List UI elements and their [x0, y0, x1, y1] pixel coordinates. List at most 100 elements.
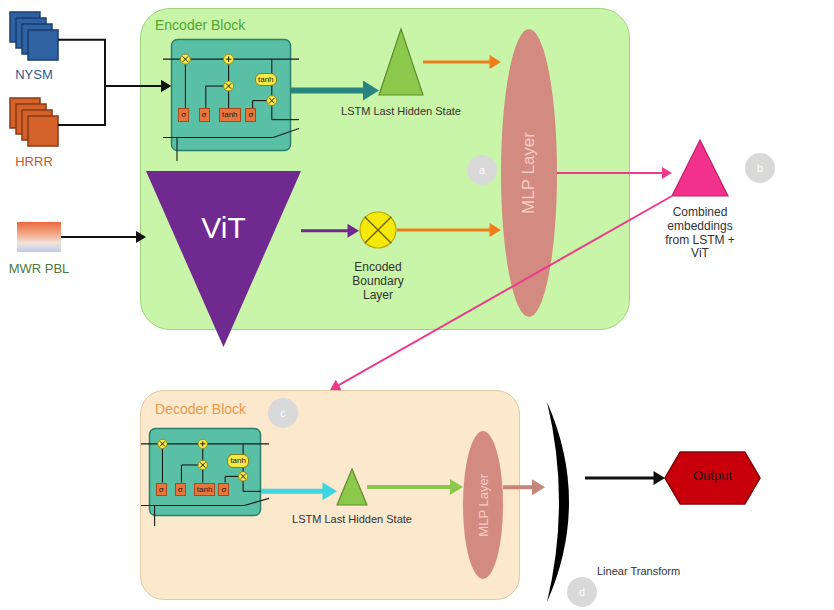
cell-operator-mark [200, 441, 205, 446]
node-label: HRRR [4, 155, 64, 170]
lstm-cell: σσtanhσtanh [149, 428, 261, 516]
connector [367, 479, 463, 495]
node-label: LSTM Last Hidden State [339, 105, 463, 118]
arrow-head [654, 471, 666, 485]
cell-operator [224, 54, 234, 64]
ellipse [501, 29, 557, 317]
stack-layer [28, 116, 58, 146]
gate-label: σ [178, 108, 189, 121]
vit-triangle-shape [146, 171, 301, 347]
arrow-head [136, 231, 146, 243]
connector [61, 231, 146, 243]
cell-wire [163, 137, 273, 138]
text-holder: MLP Layer [463, 431, 503, 579]
boundary-circle-shape [359, 211, 397, 249]
cell-operator-mark [200, 462, 205, 467]
linear-transform-bracket: Linear Transform [545, 402, 585, 602]
embedding-triangle-shape [672, 140, 728, 196]
callout-letter: c [268, 398, 298, 428]
connector [557, 167, 672, 179]
connector-line [503, 485, 535, 489]
connector-line [557, 172, 664, 174]
profile-image [17, 222, 61, 252]
input-image: MWR PBL [17, 222, 61, 252]
lstm-cell-shape [149, 428, 261, 516]
ellipse [463, 431, 503, 579]
bracket [547, 402, 569, 602]
node-label: Linear Transform [597, 565, 697, 578]
gate-label: σ [175, 483, 186, 496]
cell-operator [224, 81, 234, 91]
cell-operator-mark [183, 56, 189, 62]
cell-wire [272, 119, 299, 120]
connector [330, 196, 672, 390]
input-icon-shape [10, 12, 58, 60]
cell-operator-mark [241, 474, 246, 479]
connector [301, 224, 359, 238]
cell-operator-mark [226, 83, 232, 89]
cell-wire [252, 101, 253, 109]
node-label: MWR PBL [0, 262, 79, 277]
connector [58, 40, 171, 92]
triangle [672, 140, 728, 196]
arrow-head [161, 80, 171, 92]
node-label: Encoded Boundary Layer [337, 261, 419, 302]
gate-label: tanh [194, 483, 216, 496]
arrow-head [330, 380, 342, 390]
arrow-head [348, 224, 360, 238]
hidden-state-triangle-shape [337, 469, 367, 505]
mlp-ellipse: MLP Layer [501, 29, 557, 317]
mlp-ellipse: MLP Layer [463, 431, 503, 579]
cell-wire [176, 138, 177, 161]
lstm-cell-shape [171, 39, 291, 151]
connector-line [58, 86, 163, 125]
cell-body [150, 429, 261, 516]
connector [585, 471, 665, 485]
hidden-state-triangle: LSTM Last Hidden State [337, 469, 367, 505]
gate-label: tanh [227, 454, 249, 467]
callout-letter: b [745, 153, 775, 183]
gate-label: σ [218, 483, 229, 496]
triangle [337, 469, 367, 505]
connector [503, 479, 545, 495]
gate-label: tanh [255, 73, 277, 86]
connector [423, 55, 501, 69]
node-label: ViT [146, 211, 301, 246]
block-title: Encoder Block [155, 17, 355, 33]
cell-wire [205, 86, 206, 108]
node-label: LSTM Last Hidden State [287, 513, 417, 526]
connector-line [337, 196, 672, 386]
cell-wire [244, 498, 269, 505]
cell-operator-mark [160, 441, 165, 446]
cell-operator-mark [269, 98, 275, 104]
node-label: NYSM [4, 68, 64, 83]
cell-wire [271, 59, 272, 119]
node-label: Combined embeddings from LSTM + ViT [658, 206, 742, 261]
cell-wire [154, 505, 155, 526]
gate-label: tanh [219, 108, 241, 121]
hexagon [665, 452, 760, 504]
connector-line [291, 88, 366, 94]
connector-line [261, 489, 325, 494]
boundary-circle: Encoded Boundary Layer [359, 211, 397, 249]
block-title: Decoder Block [155, 401, 355, 417]
node-label: MLP Layer [519, 132, 539, 214]
arrow-head [490, 223, 502, 237]
cell-operator-mark [226, 56, 232, 62]
arrow-head [662, 167, 672, 179]
connector-line [58, 40, 163, 86]
callout-letter: d [567, 577, 597, 607]
cross-mark [365, 217, 392, 244]
cell-wire [181, 465, 182, 483]
gate-label: σ [245, 108, 256, 121]
output-hexagon: Output [665, 452, 760, 504]
arrow-head [450, 479, 463, 495]
linear-transform-bracket-shape [545, 402, 585, 602]
cell-wire [243, 491, 269, 492]
arrow-head [490, 55, 502, 69]
text-holder: MLP Layer [501, 29, 557, 317]
input-icon-shape [10, 98, 58, 148]
connector-line [423, 61, 492, 64]
gate-label: σ [199, 108, 210, 121]
